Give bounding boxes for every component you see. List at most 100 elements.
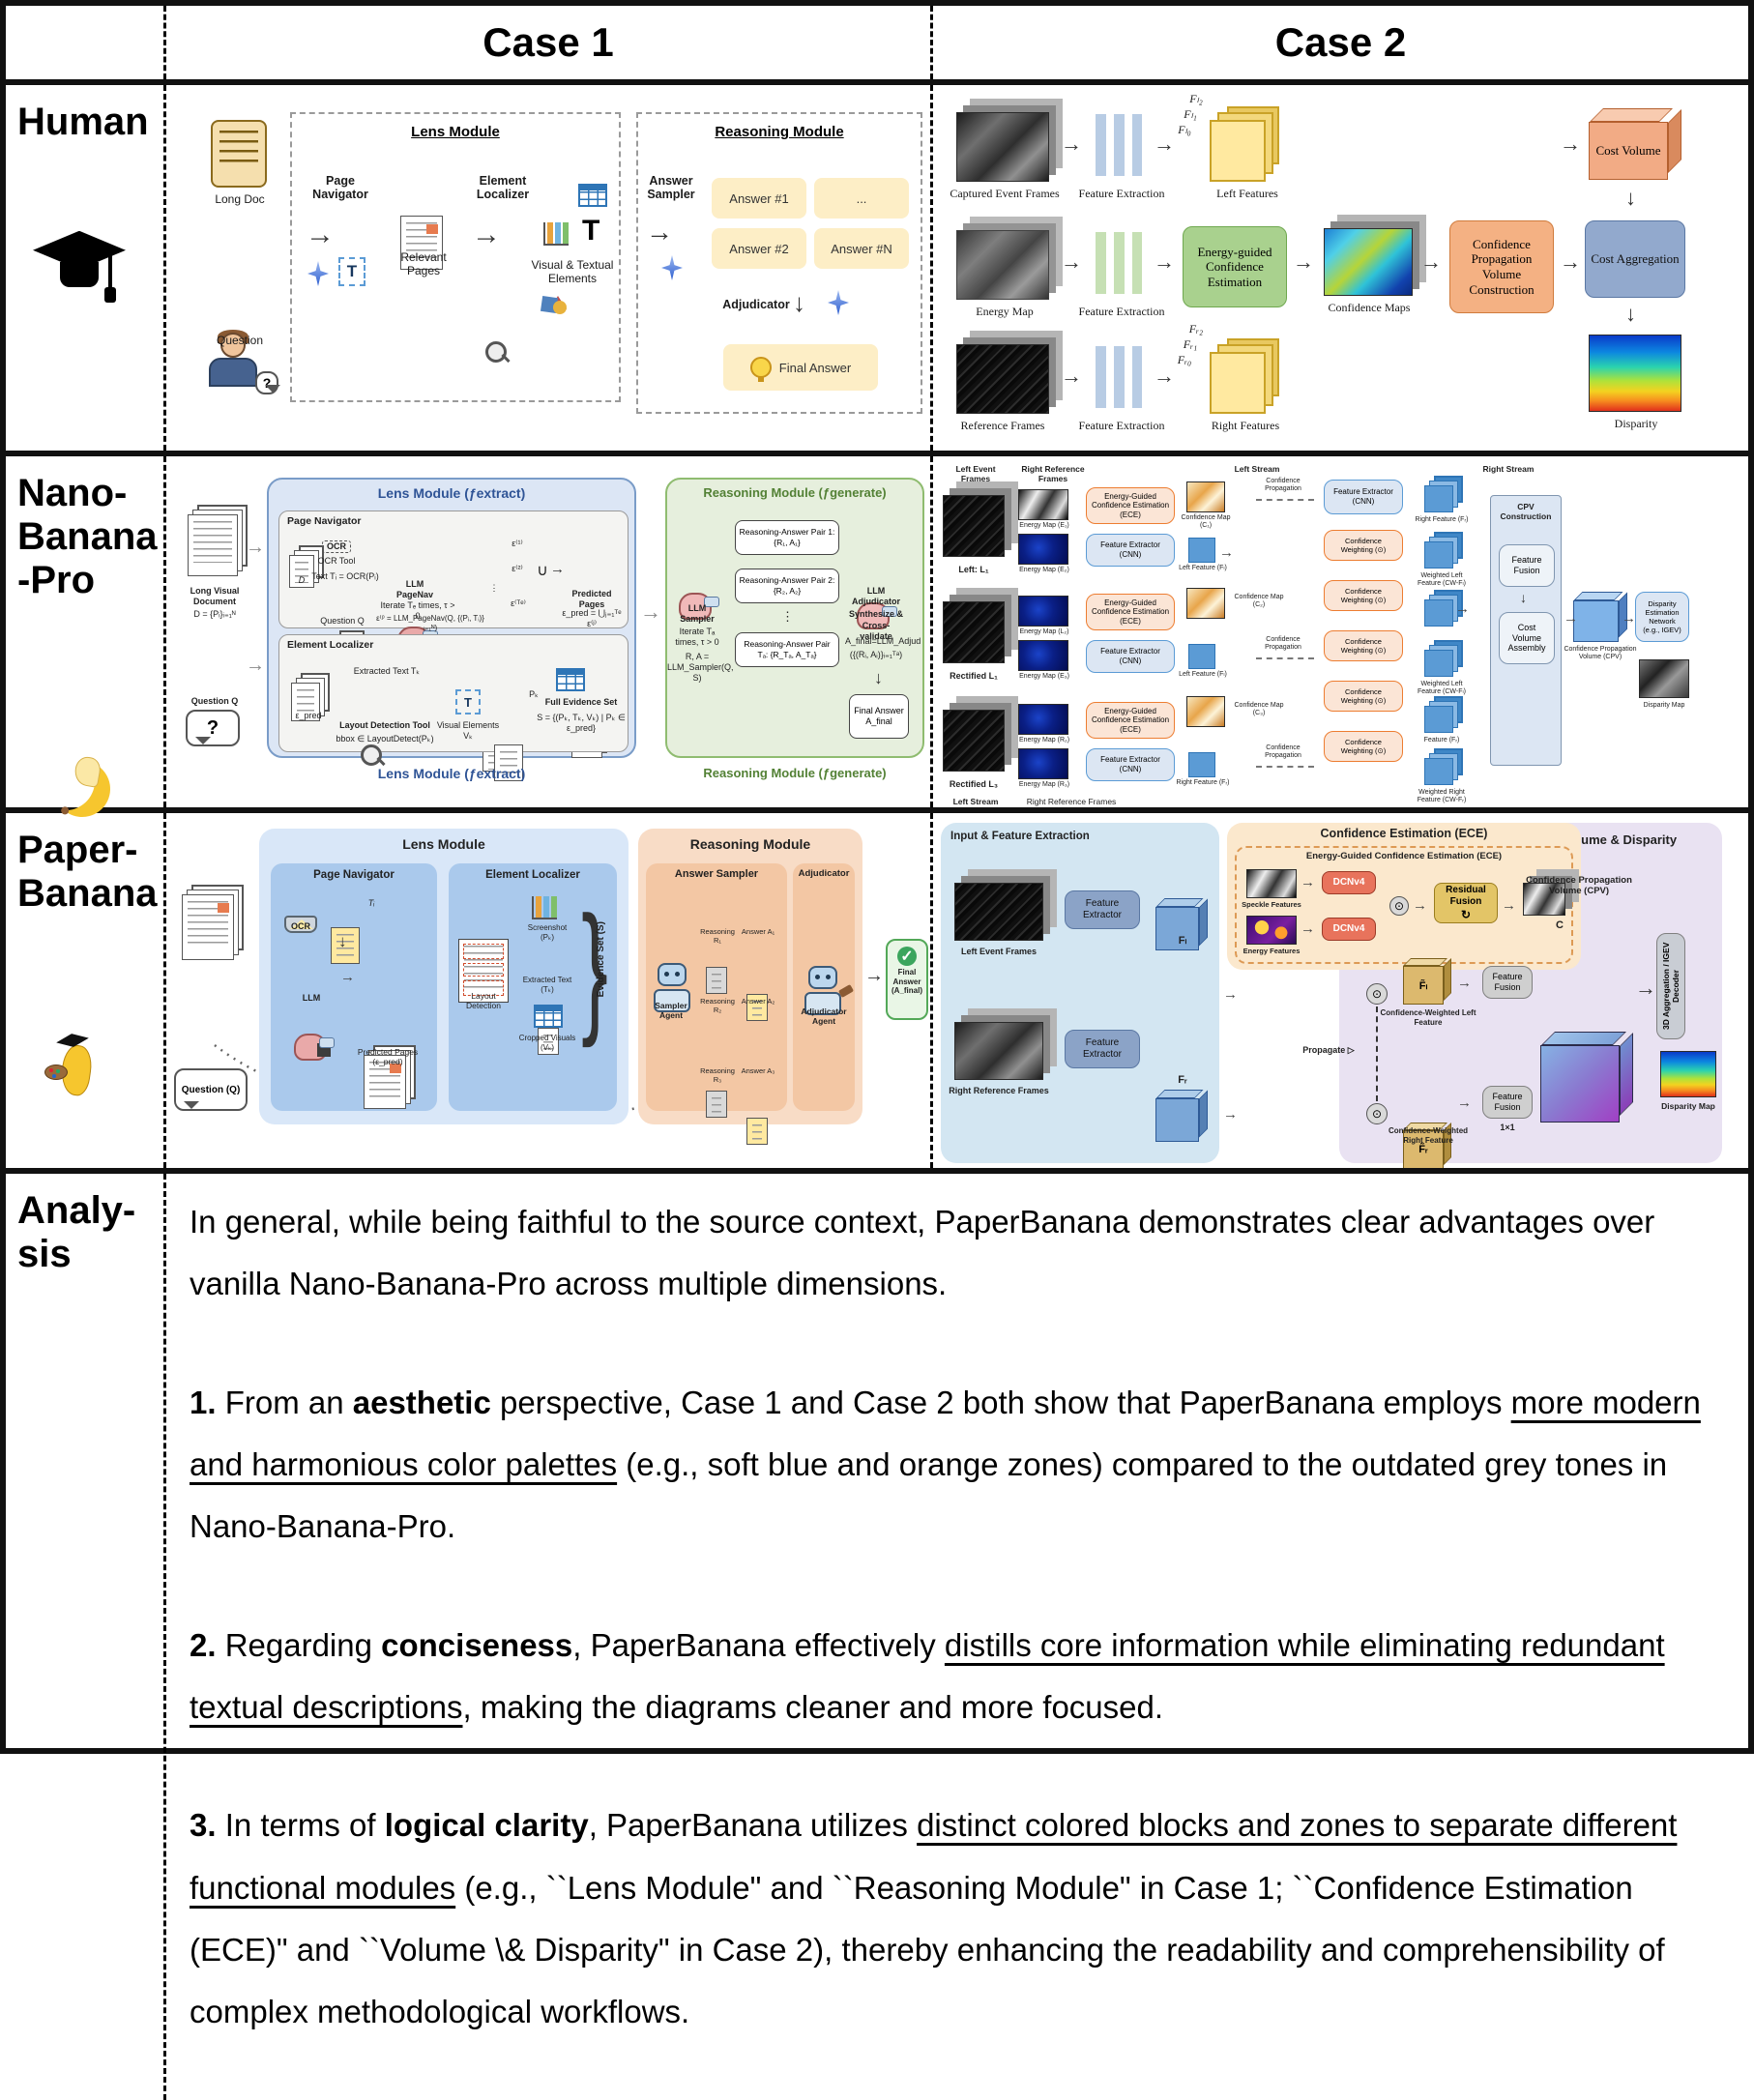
figure-page: Case 1 Case 2 Human Long Doc ? Question … bbox=[0, 0, 1754, 1754]
human-case1-diagram: Long Doc ? Question Lens Module Page Nav… bbox=[166, 85, 933, 451]
energy-map-r2-image bbox=[1018, 704, 1068, 735]
reasoning-module-title: Reasoning Module bbox=[715, 124, 844, 140]
rectified-l3-label: Rectified L₃ bbox=[949, 779, 999, 789]
answer2-doc bbox=[746, 1118, 768, 1145]
check-icon: ✓ bbox=[897, 947, 917, 966]
visual-shapes-icon bbox=[540, 291, 570, 318]
visual-textual-label: Visual & Textual Elements bbox=[531, 258, 614, 285]
reasoning1-label: Reasoning R₁ bbox=[700, 927, 735, 945]
confidence-weighting-box5: Confidence Weighting (⊙) bbox=[1324, 731, 1403, 762]
captured-event-frames-image bbox=[956, 112, 1049, 182]
header-case1: Case 1 bbox=[166, 6, 933, 79]
cw-left-label: Confidence-Weighted Left Feature bbox=[1380, 1008, 1476, 1027]
rectified-l1-label: Rectified L₁ bbox=[950, 671, 998, 681]
pb-final-answer-label: Final Answer (A_final) bbox=[892, 968, 922, 996]
question-q-small: Question Q bbox=[320, 616, 365, 626]
nano-case1-diagram: Long Visual Document D = {Pᵢ}ᵢ₌₁ᴺ ? Ques… bbox=[166, 456, 933, 807]
ocr-tool-label: OCR Tool bbox=[317, 556, 356, 566]
disparity-map-image bbox=[1639, 659, 1689, 698]
ti-label: Tᵢ bbox=[367, 898, 375, 908]
arrow-right-icon: → bbox=[1301, 920, 1315, 937]
answer1-label: Answer A₁ bbox=[741, 927, 775, 936]
evidence-set-label: Evidence Set (S) bbox=[596, 921, 606, 998]
confidence-map1-label: Confidence Map (C₁) bbox=[1181, 514, 1231, 530]
disparity-map-label: Disparity Map bbox=[1661, 1101, 1715, 1111]
left-feature1-square bbox=[1188, 538, 1215, 563]
disparity-image bbox=[1589, 335, 1681, 412]
sparkle-icon bbox=[661, 255, 683, 280]
energy-map-label: Energy Map bbox=[976, 305, 1034, 318]
feature-extractor-box2: Feature Extractor bbox=[1065, 1030, 1140, 1068]
weighted-right-label: Weighted Right Feature (CW-Fᵣ) bbox=[1417, 789, 1467, 804]
residual-fusion-box: Residual Fusion ↻ bbox=[1434, 883, 1498, 923]
weighted-left-label1: Weighted Left Feature (CW-Fₗ) bbox=[1417, 572, 1467, 588]
confidence-map2-label: Confidence Map (C₂) bbox=[1234, 594, 1284, 609]
analysis-row-label: Analy- sis bbox=[17, 1189, 136, 1275]
layout-tool-label: Layout Detection Tool bbox=[339, 720, 430, 730]
nano-row-label: Nano- Banana -Pro bbox=[17, 472, 158, 601]
pb-page-navigator-box: Page Navigator OCR Tᵢ ↓ LLM → Predicted … bbox=[271, 863, 437, 1111]
input-documents-icon bbox=[182, 894, 234, 960]
layout-tool-formula: bbox ∈ LayoutDetect(Pₖ) bbox=[336, 734, 434, 744]
answer-dots-box: ... bbox=[814, 178, 909, 219]
extracted-text-label: Extracted Text Tₖ bbox=[353, 666, 421, 676]
element-localizer-box: Element Localizer ε_pred Extracted Text … bbox=[278, 634, 629, 781]
flt-cube: F̃ₗ bbox=[1403, 958, 1451, 1005]
document-formula: D = {Pᵢ}ᵢ₌₁ᴺ bbox=[193, 609, 236, 619]
confidence-weighting-box4: Confidence Weighting (⊙) bbox=[1324, 681, 1403, 712]
arrow-right-icon: → bbox=[1635, 976, 1656, 1000]
propagate-label: Propagate ▷ bbox=[1302, 1045, 1355, 1055]
confidence-weighting-box2: Confidence Weighting (⊙) bbox=[1324, 580, 1403, 611]
table-icon bbox=[578, 184, 607, 207]
pairT-box: Reasoning-Answer Pair Tₐ: {R_Tₐ, A_Tₐ} bbox=[735, 632, 839, 667]
arrow-down-icon: ↓ bbox=[1625, 302, 1636, 326]
pb-adjudicator-title: Adjudicator bbox=[798, 868, 850, 879]
visual-elements-label: Visual Elements Vₖ bbox=[436, 720, 500, 741]
fr-cube bbox=[1155, 1090, 1208, 1142]
reasoning3-label: Reasoning R₃ bbox=[700, 1066, 735, 1084]
human-row: Human Long Doc ? Question Lens Module Pa… bbox=[6, 85, 1748, 456]
arrow-right-icon: → bbox=[550, 561, 565, 577]
arrow-right-icon: → bbox=[340, 969, 355, 985]
vdots: ⋮ bbox=[781, 609, 794, 624]
adjudicator-agent-robot-icon bbox=[801, 966, 855, 1018]
sampler-agent-robot-icon bbox=[650, 963, 694, 1015]
predicted-pages-icon bbox=[364, 1055, 406, 1109]
pb-element-localizer-box: Element Localizer Layout Detection Scree… bbox=[449, 863, 617, 1111]
arrow-right-icon: → bbox=[1219, 544, 1234, 561]
sparkle-icon bbox=[307, 261, 329, 286]
human-case2-diagram: Captured Event Frames Feature Extraction… bbox=[933, 85, 1748, 451]
case1-title: Case 1 bbox=[482, 19, 614, 65]
right-reference-frames-footer: Right Reference Frames bbox=[1026, 797, 1117, 806]
energy-map-l2-image bbox=[1018, 596, 1068, 627]
arrow-right-icon: → bbox=[646, 217, 673, 247]
synthesize-note2: Cross-validate bbox=[860, 621, 892, 641]
pb-ece-zone: Confidence Estimation (ECE) Energy-Guide… bbox=[1227, 823, 1581, 970]
ece-box-2: Energy-Guided Confidence Estimation (ECE… bbox=[1086, 594, 1175, 630]
question-label: Question bbox=[216, 334, 264, 347]
arrow-right-icon: → bbox=[640, 599, 661, 624]
human-row-label: Human bbox=[17, 101, 149, 143]
visual-elements-icon: T bbox=[455, 689, 481, 715]
nano-reasoning-module: Reasoning Module (ƒgenerate) LLM Sampler… bbox=[665, 478, 924, 758]
eps2-label: ε⁽²⁾ bbox=[512, 564, 523, 573]
feature-extraction-bars-green bbox=[1096, 232, 1142, 294]
paper-case2-diagram: Volume & Disparity Input & Feature Extra… bbox=[933, 813, 1748, 1168]
llm-adjudicator-brain-icon bbox=[857, 602, 897, 629]
cost-volume-assembly-box: Cost Volume Assembly bbox=[1499, 612, 1555, 664]
energy-map-e3-label: Energy Map (E₃) bbox=[1019, 673, 1069, 680]
human-label-cell: Human bbox=[6, 85, 166, 451]
reasoning2-doc bbox=[706, 1091, 727, 1118]
nano-lens-title: Lens Module (ƒextract) bbox=[377, 485, 526, 501]
doc-d-icon bbox=[289, 554, 314, 588]
right-reference-frames-label: Right Reference Frames bbox=[949, 1086, 1049, 1095]
weighted-left-stack2 bbox=[1424, 650, 1453, 677]
feature-fusion-box: Feature Fusion bbox=[1499, 544, 1555, 587]
right-feature-label: Right Feature (Fᵣ) bbox=[1415, 516, 1469, 523]
answerN-box: Answer #N bbox=[814, 228, 909, 269]
sampler-note: Iterate Tₐ times, τ > 0 bbox=[675, 627, 719, 647]
pb-element-localizer-title: Element Localizer bbox=[485, 869, 580, 881]
left-stream-header: Left Stream bbox=[1234, 464, 1280, 474]
cpv-construction-box: CPV Construction Feature Fusion ↓ Cost V… bbox=[1490, 495, 1562, 766]
cpv-construction-box: Confidence Propagation Volume Constructi… bbox=[1449, 220, 1554, 313]
